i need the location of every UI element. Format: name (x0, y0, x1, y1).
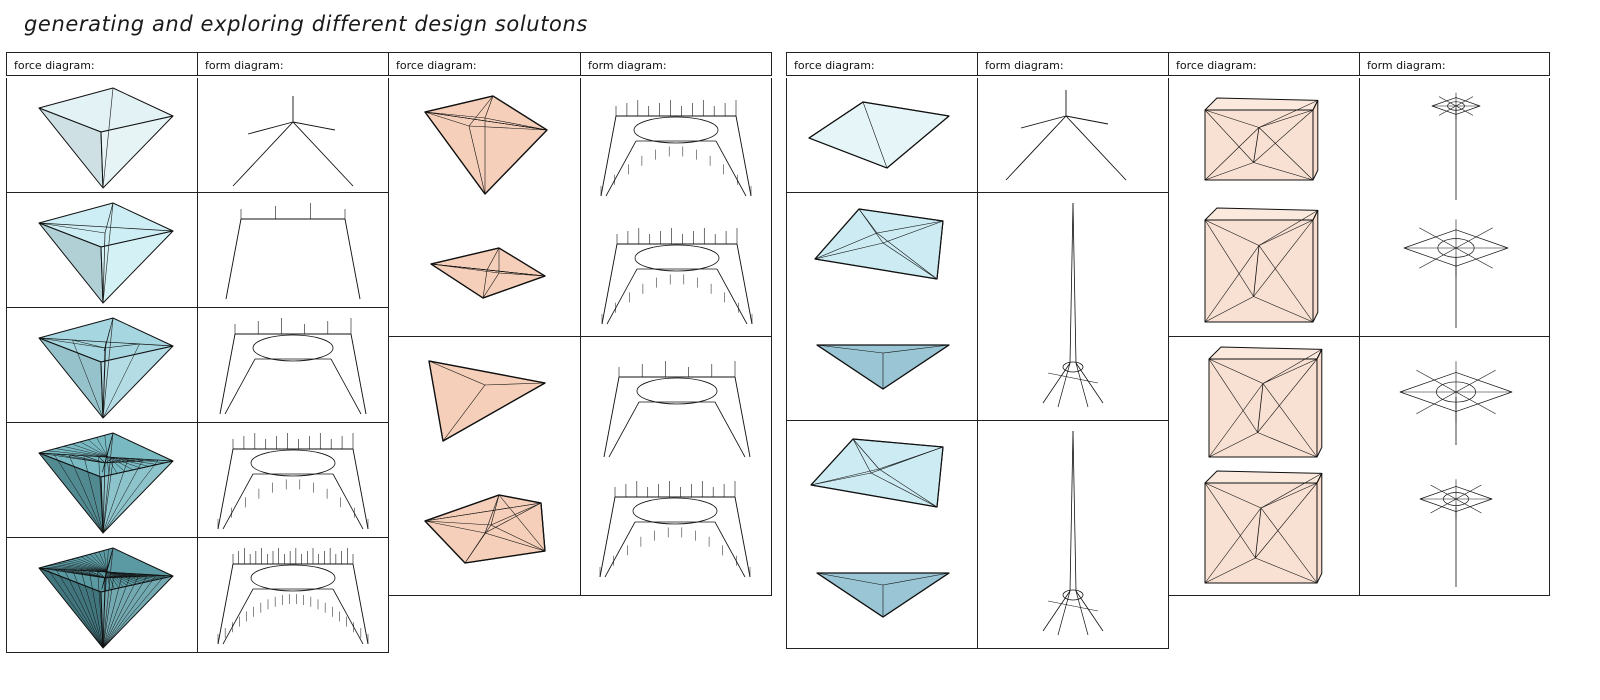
form-level-4-graphic (217, 433, 369, 530)
form-level-2-graphic (225, 203, 361, 300)
peach-cube-pair (1169, 337, 1360, 596)
form-level-1 (198, 78, 389, 193)
form-level-3 (198, 308, 389, 423)
pyramid-level-2 (6, 193, 198, 308)
header-force-diagram: force diagram: (786, 52, 978, 76)
flower-star-pair-graphic (1399, 361, 1513, 587)
tall-tower-form (978, 193, 1169, 421)
pyramid-level-1 (6, 78, 198, 193)
tall-tower-form-2-graphic (1042, 430, 1104, 636)
pyramid-level-5-graphic (38, 547, 174, 649)
blue-star-pair-graphic (810, 438, 950, 618)
form-level-1-graphic (232, 96, 354, 187)
header-force-diagram: force diagram: (389, 52, 581, 76)
header-force-diagram: force diagram: (6, 52, 198, 76)
pyramid-level-4 (6, 423, 198, 538)
tripod-form (978, 78, 1169, 193)
pyramid-level-4-graphic (38, 432, 174, 534)
tall-tower-form-graphic (1042, 202, 1104, 408)
tripod-form-graphic (1005, 90, 1127, 181)
oval-net-pair-graphic (600, 100, 753, 325)
pyramid-level-1-graphic (38, 87, 174, 189)
blue-prism-pair-graphic (814, 208, 950, 390)
form-level-5 (198, 538, 389, 653)
form-level-5-graphic (217, 548, 369, 645)
spire-star-pair (1360, 78, 1550, 337)
peach-cube-pair-graphic (1204, 346, 1323, 584)
header-form-diagram: form diagram: (978, 52, 1169, 76)
header-form-diagram: form diagram: (198, 52, 389, 76)
form-level-4 (198, 423, 389, 538)
header-force-diagram: force diagram: (1169, 52, 1360, 76)
pyramid-level-5 (6, 538, 198, 653)
triangle-net-pair (581, 337, 772, 596)
peach-box-pair (1169, 78, 1360, 337)
form-level-3-graphic (219, 318, 367, 415)
blue-prism-pair (786, 193, 978, 421)
pyramid-level-2-graphic (38, 202, 174, 304)
spire-star-pair-graphic (1403, 92, 1509, 328)
header-form-diagram: form diagram: (581, 52, 772, 76)
blue-star-pair (786, 421, 978, 649)
pyramid-level-3 (6, 308, 198, 423)
peach-diamond-pair (389, 78, 581, 337)
flower-star-pair (1360, 337, 1550, 596)
triangle-net-pair-graphic (599, 361, 751, 578)
blue-flat-slab (786, 78, 978, 193)
peach-kite-pair-graphic (424, 360, 546, 564)
blue-flat-slab-graphic (808, 101, 950, 169)
tall-tower-form-2 (978, 421, 1169, 649)
peach-diamond-pair-graphic (424, 95, 548, 299)
oval-net-pair (581, 78, 772, 337)
header-form-diagram: form diagram: (1360, 52, 1550, 76)
peach-box-pair-graphic (1204, 97, 1319, 323)
peach-kite-pair (389, 337, 581, 596)
form-level-2 (198, 193, 389, 308)
page-title: generating and exploring different desig… (24, 12, 588, 36)
pyramid-level-3-graphic (38, 317, 174, 419)
